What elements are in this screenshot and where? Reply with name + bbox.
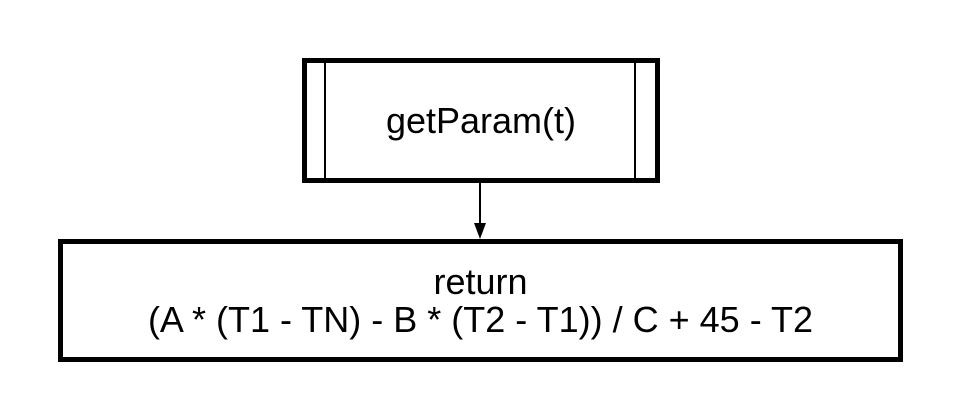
process-label-line-2: (A * (T1 - TN) - B * (T2 - T1)) / C + 45… xyxy=(147,298,814,340)
flow-arrow-head xyxy=(474,223,486,239)
subroutine-right-bar xyxy=(634,63,636,178)
subroutine-left-bar xyxy=(324,63,326,178)
flow-arrow xyxy=(474,183,486,239)
subroutine-label: getParam(t) xyxy=(385,99,577,141)
process-node-return: return (A * (T1 - TN) - B * (T2 - T1)) /… xyxy=(58,239,903,362)
subroutine-node-getparam: getParam(t) xyxy=(302,58,660,183)
process-label-line-1: return xyxy=(433,260,528,302)
